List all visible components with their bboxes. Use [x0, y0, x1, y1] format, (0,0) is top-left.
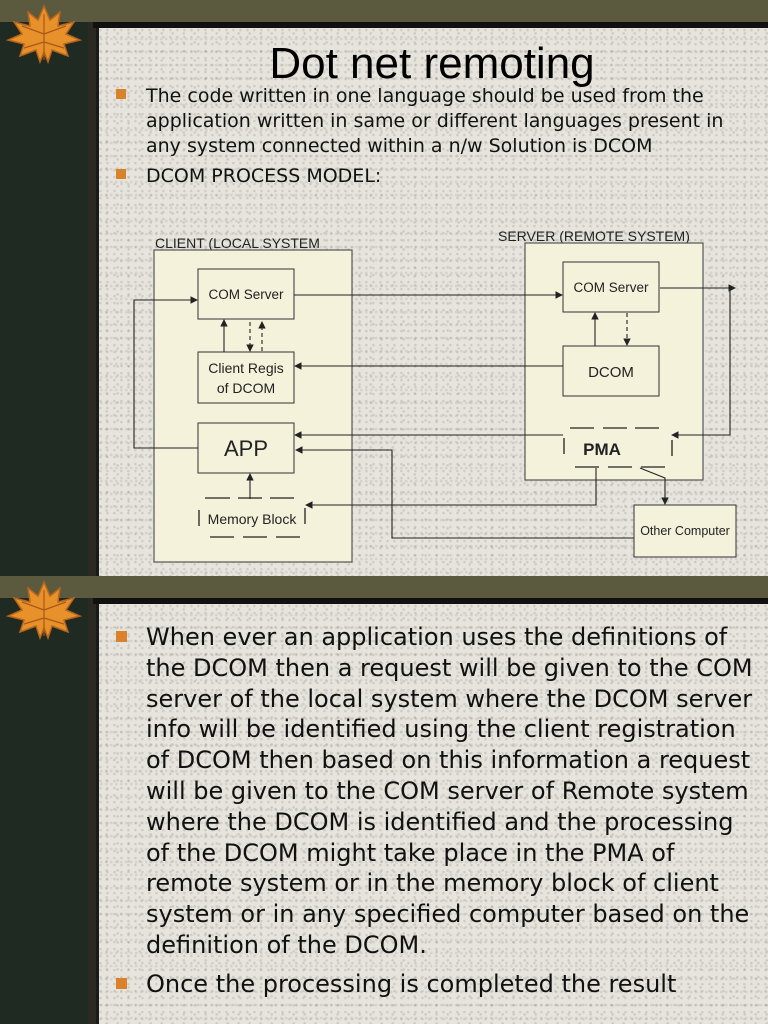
memory-block-frame [198, 497, 306, 538]
content-panel [96, 604, 768, 1024]
left-sidebar [0, 22, 88, 576]
maple-leaf-icon [5, 4, 83, 65]
memory-block-label: Memory Block [208, 511, 298, 527]
slide-2: When ever an application uses the defini… [0, 576, 768, 1024]
bullet-item: The code written in one language should … [116, 84, 754, 159]
other-computer-label: Other Computer [640, 524, 730, 538]
bullet-list: When ever an application uses the defini… [116, 622, 754, 1008]
bullet-text: When ever an application uses the defini… [146, 623, 753, 959]
client-regis-label-line1: Client Regis [208, 360, 283, 376]
top-rule [93, 22, 768, 28]
bullet-item: When ever an application uses the defini… [116, 622, 754, 961]
bullet-list: The code written in one language should … [116, 84, 754, 194]
bullet-text: DCOM PROCESS MODEL: [146, 165, 382, 187]
square-bullet-icon [116, 89, 126, 99]
other-computer-box [633, 504, 737, 558]
client-com-server-box [197, 268, 295, 320]
square-bullet-icon [116, 977, 127, 989]
slide-title: Dot net remoting [269, 39, 595, 88]
client-regis-box [197, 351, 295, 404]
square-bullet-icon [116, 169, 126, 179]
top-band [0, 576, 768, 598]
dcom-process-diagram: CLIENT (LOCAL SYSTEM SERVER (REMOTE SYST… [133, 228, 737, 563]
square-bullet-icon [116, 631, 127, 642]
bullet-item: DCOM PROCESS MODEL: [116, 164, 754, 189]
bullet-item: Once the processing is completed the res… [116, 969, 754, 1000]
app-box [197, 422, 295, 474]
client-label: CLIENT (LOCAL SYSTEM [155, 235, 320, 251]
top-band [0, 0, 768, 22]
dcom-label: DCOM [588, 364, 634, 381]
top-rule [93, 598, 768, 604]
diagram-connectors [133, 284, 736, 539]
client-com-server-label: COM Server [208, 287, 284, 302]
slide-1: Dot net remoting The code written in one… [0, 0, 768, 576]
bullet-text: The code written in one language should … [146, 85, 724, 157]
server-label: SERVER (REMOTE SYSTEM) [498, 228, 690, 244]
maple-leaf-icon [5, 580, 83, 641]
pma-frame [563, 427, 673, 468]
dcom-box [562, 345, 660, 397]
left-sidebar [0, 598, 88, 1024]
pma-label: PMA [583, 440, 621, 459]
server-com-server-box [562, 261, 660, 313]
app-label: APP [224, 436, 268, 461]
server-com-server-label: COM Server [573, 280, 649, 295]
client-regis-label-line2: of DCOM [217, 380, 275, 396]
bullet-text: Once the processing is completed the res… [146, 969, 677, 998]
